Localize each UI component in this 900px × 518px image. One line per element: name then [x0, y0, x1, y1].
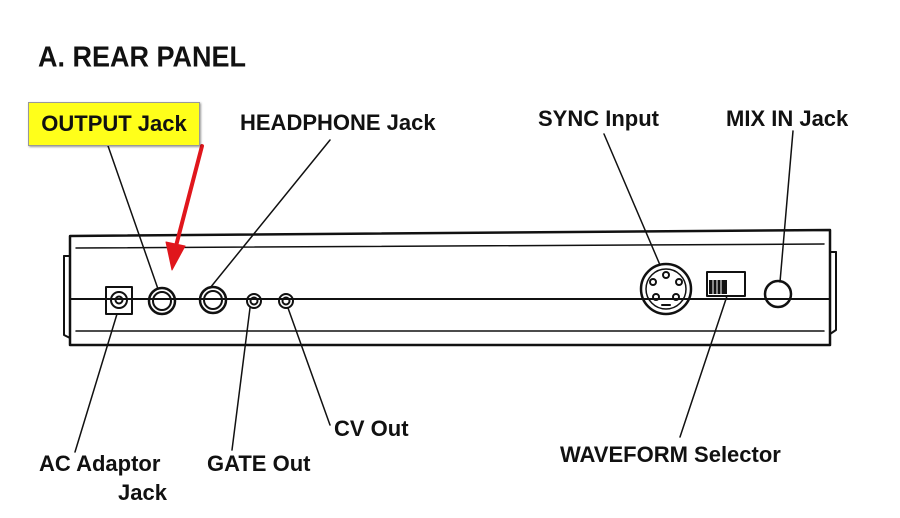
cv-out-label: CV Out — [334, 416, 409, 441]
leader-output — [106, 142, 159, 290]
sync-input-label: SYNC Input — [538, 106, 659, 131]
ac-adaptor-label-line1: AC Adaptor — [39, 451, 161, 476]
leader-ac — [74, 313, 118, 453]
leader-sync — [603, 133, 661, 266]
ac-adaptor-jack — [105, 286, 133, 315]
leader-lines — [74, 130, 794, 453]
leader-headphone — [209, 139, 331, 289]
gate-out-label: GATE Out — [207, 451, 311, 476]
output-jack — [147, 286, 177, 316]
section-title: A. REAR PANEL — [38, 41, 247, 73]
leader-waveform — [679, 295, 728, 438]
leader-gate — [231, 307, 251, 451]
mix-in-jack — [763, 279, 793, 309]
waveform-selector-switch — [706, 271, 746, 297]
sync-din-connector — [639, 262, 693, 316]
leader-cv — [287, 307, 331, 426]
output-jack-label: OUTPUT Jack — [28, 102, 200, 146]
gate-out-jack — [246, 293, 262, 309]
headphone-jack — [198, 285, 228, 315]
headphone-jack-label: HEADPHONE Jack — [240, 110, 436, 135]
cv-out-jack — [278, 293, 294, 309]
leader-mixin — [779, 130, 794, 283]
red-arrow — [165, 144, 204, 271]
mix-in-jack-label: MIX IN Jack — [726, 106, 849, 131]
ac-adaptor-label-line2: Jack — [118, 480, 167, 505]
waveform-selector-label: WAVEFORM Selector — [560, 442, 781, 467]
device-body — [63, 228, 837, 347]
